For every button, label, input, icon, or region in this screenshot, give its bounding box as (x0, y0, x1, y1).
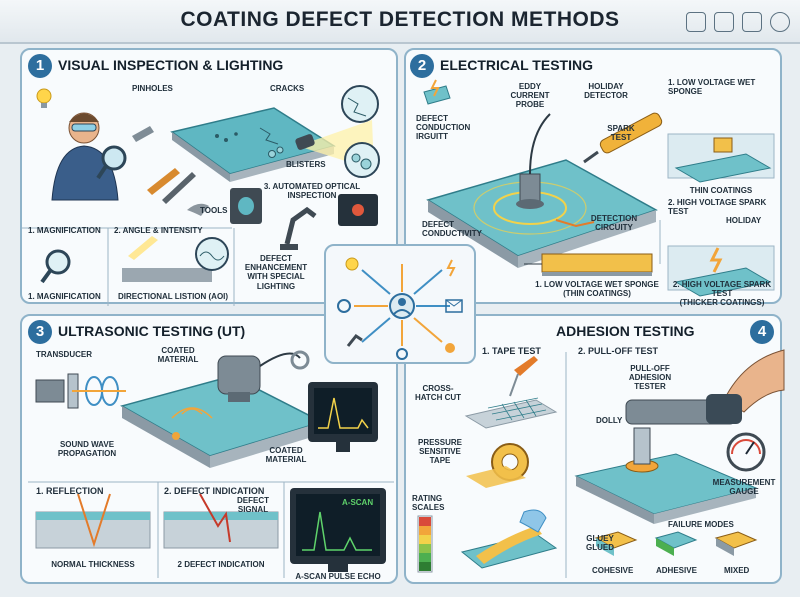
label-low-voltage-title: 1. LOW VOLTAGE WET SPONGE (668, 78, 756, 97)
label-holiday-detector: HOLIDAY DETECTOR (584, 82, 628, 101)
label-gluey-glued: GLUEY GLUED (586, 534, 614, 553)
label-measurement-gauge: MEASUREMENT GAUGE (712, 478, 776, 497)
label-tools: TOOLS (200, 206, 228, 215)
visual-illustration (22, 85, 380, 306)
label-coated-material-top: COATED MATERIAL (157, 346, 199, 365)
top-icon-row (686, 12, 790, 32)
title-bar (0, 0, 800, 44)
label-detection-circuity: DETECTION CIRCUITY (590, 214, 638, 233)
caption-thin-coatings: (THIN COATINGS) (563, 289, 631, 299)
panel-number-badge: 1 (28, 54, 52, 78)
label-magnification-1: 1. MAGNIFICATION (28, 226, 101, 235)
label-holiday: HOLIDAY (726, 216, 762, 225)
adhesion-illustration (417, 349, 785, 578)
caption-low-voltage: 1. LOW VOLTAGE WET SPONGE (THIN COATINGS… (522, 280, 672, 298)
label-magnification-2: 1. MAGNIFICATION (28, 292, 101, 301)
label-defect-enhancement: DEFECT ENHANCEMENT WITH SPECIAL LIGHTING (244, 254, 308, 291)
label-blisters: BLISTERS (286, 160, 326, 169)
label-rating-scales: RATING SCALES (412, 494, 445, 513)
label-cracks: CRACKS (270, 84, 305, 93)
label-adhesive: ADHESIVE (656, 566, 697, 575)
label-a-scan-screen: A-SCAN (342, 498, 374, 507)
eye-icon (686, 12, 706, 32)
label-defect-conductivity: DEFECT CONDUCTIVITY (422, 220, 482, 239)
panel-number-badge: 3 (28, 320, 52, 344)
panel-number-badge: 4 (750, 320, 774, 344)
center-hub (324, 244, 476, 364)
caption-high-voltage-title: 2. HIGH VOLTAGE SPARK TEST (672, 280, 772, 299)
label-thin-coatings: THIN COATINGS (689, 186, 753, 195)
label-angle-intensity: 2. ANGLE & INTENSITY (114, 226, 203, 235)
label-defect-indication-title: 2. DEFECT INDICATION (164, 486, 265, 496)
hub-illustration (337, 257, 463, 360)
label-pressure-tape: PRESSURE SENSITIVE TAPE (417, 438, 462, 466)
ultrasonic-illustration (28, 350, 394, 578)
label-directional: DIRECTIONAL LISTION (AOI) (118, 292, 229, 301)
eye-off-icon (714, 12, 734, 32)
label-pull-off-test: 2. PULL-OFF TEST (578, 346, 658, 356)
label-sound-wave: SOUND WAVE PROPAGATION (57, 440, 117, 459)
label-eddy-current-probe: EDDY CURRENT PROBE (510, 82, 550, 110)
caption-normal-thickness: NORMAL THICKNESS (51, 560, 135, 569)
gear-icon (770, 12, 790, 32)
label-reflection: 1. REFLECTION (36, 486, 104, 496)
label-spark-test: SPARK TEST (607, 124, 635, 143)
caption-thicker-coatings: (THICKER COATINGS) (679, 298, 765, 308)
panel-number-badge: 2 (410, 54, 434, 78)
label-defect-conduction: DEFECT CONDUCTION IRGUITT (416, 114, 471, 142)
label-high-voltage-title: 2. HIGH VOLTAGE SPARK TEST (668, 198, 767, 217)
caption-a-scan: A-SCAN PULSE ECHO (295, 572, 381, 581)
label-pull-off-tester: PULL-OFF ADHESION TESTER (628, 364, 672, 392)
panel-title: ELECTRICAL TESTING (440, 57, 593, 73)
label-cohesive: COHESIVE (592, 566, 634, 575)
caption-defect-indication: 2 DEFECT INDICATION (177, 560, 265, 569)
electrical-illustration (423, 79, 775, 297)
caption-low-voltage-title: 1. LOW VOLTAGE WET SPONGE (535, 280, 659, 289)
label-dolly: DOLLY (596, 416, 623, 425)
label-cross-hatch: CROSS-HATCH CUT (414, 384, 462, 403)
label-failure-modes: FAILURE MODES (668, 520, 734, 529)
panel-ultrasonic-testing: 3 ULTRASONIC TESTING (UT) (20, 314, 398, 584)
label-tape-test: 1. TAPE TEST (482, 346, 541, 356)
label-pinholes: PINHOLES (132, 84, 173, 93)
panel-title: VISUAL INSPECTION & LIGHTING (58, 57, 284, 73)
label-coated-material-bottom: COATED MATERIAL (265, 446, 307, 465)
caption-high-voltage: 2. HIGH VOLTAGE SPARK TEST (THICKER COAT… (662, 280, 782, 308)
label-defect-signal: DEFECT SIGNAL (237, 496, 269, 515)
label-aoi: 3. AUTOMATED OPTICAL INSPECTION (263, 182, 361, 201)
hub-arrows (354, 264, 450, 346)
ecg-icon (742, 12, 762, 32)
panel-title: ADHESION TESTING (556, 323, 695, 339)
label-transducer: TRANSDUCER (36, 350, 92, 359)
label-mixed: MIXED (724, 566, 750, 575)
panel-title: ULTRASONIC TESTING (UT) (58, 323, 246, 339)
page-title: COATING DEFECT DETECTION METHODS (180, 8, 620, 31)
